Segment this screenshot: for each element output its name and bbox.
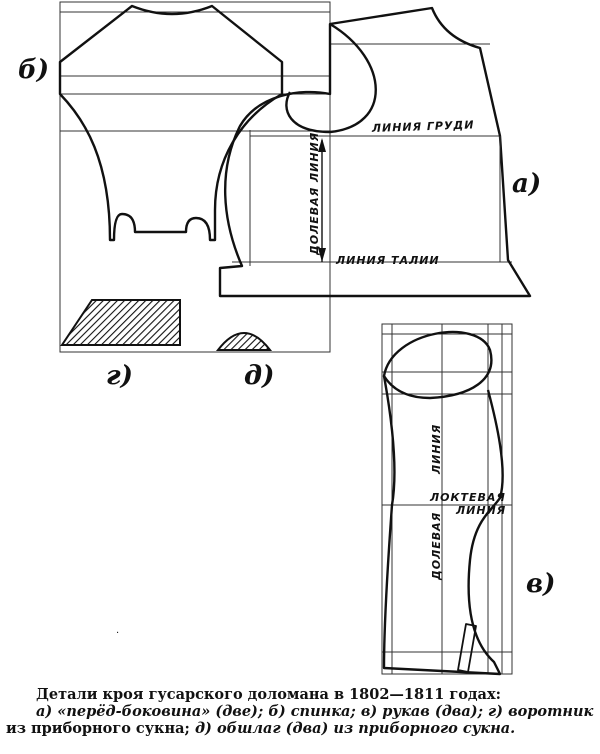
front-piece [218, 6, 532, 298]
elbow-line-label-1: ЛОКТЕВАЯ [429, 491, 506, 504]
caption-item-a: а) «перёд-боковина» (две); [36, 703, 264, 720]
caption-item-g: г) воротник [488, 703, 594, 720]
caption-item-b: б) спинка; [268, 703, 356, 720]
cuff-piece [215, 332, 273, 351]
collar-piece [60, 299, 181, 346]
label-b: б) [18, 55, 49, 85]
pattern-diagram: ЛИНИЯ ГРУДИ ЛИНИЯ ТАЛИИ ДОЛЕВАЯ ЛИНИЯ б)… [18, 1, 555, 676]
back-piece [58, 4, 284, 242]
caption-line-1: Детали кроя гусарского доломана в 1802—1… [36, 686, 501, 703]
chest-line-label: ЛИНИЯ ГРУДИ [371, 118, 475, 135]
caption-line-3: из приборного сукна; д) обшлаг (два) из … [0, 720, 600, 737]
caption-item-d: д) обшлаг (два) из приборного сукна. [194, 720, 516, 737]
stray-mark: · [116, 628, 119, 639]
sleeve-line-label: ЛИНИЯ [430, 424, 443, 475]
label-d: д) [244, 361, 274, 391]
waist-line-label: ЛИНИЯ ТАЛИИ [335, 254, 440, 267]
caption-item-v: в) рукав (два); [360, 703, 483, 720]
label-v: в) [526, 569, 555, 599]
front-lengthwise-label: ДОЛЕВАЯ ЛИНИЯ [308, 132, 321, 256]
caption-line-2: а) «перёд-боковина» (две); б) спинка; в)… [0, 703, 600, 720]
sleeve-lengthwise-label: ДОЛЕВАЯ [430, 512, 443, 581]
figure-caption: Детали кроя гусарского доломана в 1802—1… [0, 686, 600, 737]
caption-item-g-cont: из приборного сукна; [6, 720, 190, 737]
label-a: а) [512, 169, 541, 199]
sleeve-piece [382, 330, 504, 676]
elbow-line-label-2: ЛИНИЯ [455, 504, 506, 517]
label-g: г) [106, 361, 133, 391]
